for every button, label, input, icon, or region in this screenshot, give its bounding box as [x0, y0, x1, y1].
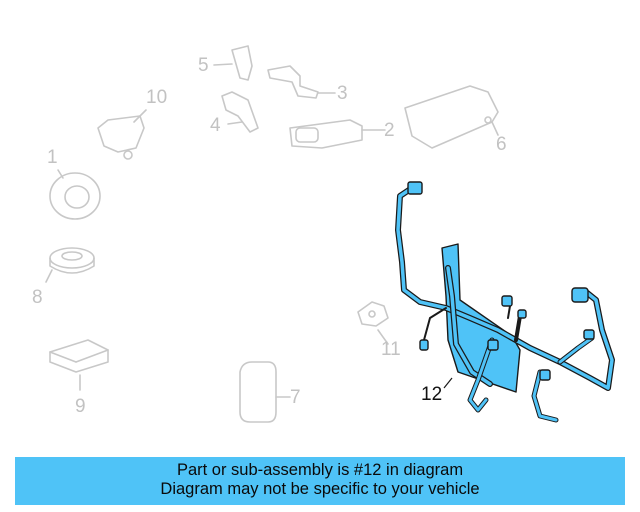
- part-11-sensor: [357, 301, 389, 345]
- callout-2: 2: [384, 120, 395, 141]
- callout-4: 4: [210, 115, 221, 136]
- part-1-cover: [49, 169, 101, 220]
- callout-3: 3: [337, 83, 348, 104]
- callout-12: 12: [421, 384, 443, 405]
- part-9-control-module: [49, 339, 109, 391]
- parts-diagram: [45, 45, 615, 423]
- callout-11: 11: [381, 339, 401, 360]
- banner-line-2: Diagram may not be specific to your vehi…: [160, 480, 480, 498]
- part-3-bracket: [267, 65, 336, 99]
- callout-10: 10: [146, 87, 168, 108]
- callout-6: 6: [496, 134, 507, 155]
- part-4-bracket: [221, 91, 259, 133]
- part-10-sensor: [97, 109, 147, 160]
- part-8-clockspring: [45, 247, 95, 283]
- callout-8: 8: [32, 287, 43, 308]
- part-2-module: [289, 119, 386, 149]
- callout-7: 7: [290, 387, 301, 408]
- callout-9: 9: [75, 396, 86, 417]
- part-5-bracket: [213, 45, 253, 81]
- callout-5: 5: [198, 55, 209, 76]
- part-12-wiring-harness: [395, 181, 615, 423]
- part-7-side-airbag: [239, 361, 291, 423]
- callout-1: 1: [47, 147, 58, 168]
- info-banner: Part or sub-assembly is #12 in diagram D…: [15, 457, 625, 505]
- banner-line-1: Part or sub-assembly is #12 in diagram: [176, 461, 464, 479]
- part-6-airbag-cover: [404, 85, 499, 149]
